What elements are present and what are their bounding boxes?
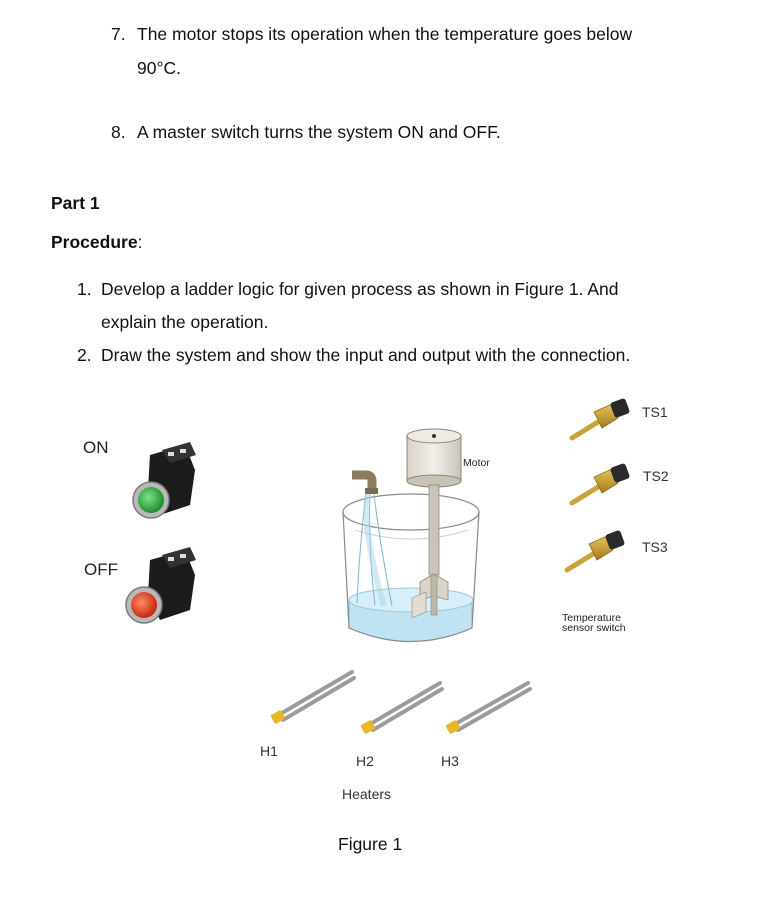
heater-label-h1: H1 bbox=[260, 743, 278, 759]
on-pushbutton-icon bbox=[132, 442, 196, 519]
procedure-item-1-line1: Develop a ladder logic for given process… bbox=[101, 279, 619, 299]
sensor-caption-line2: sensor switch bbox=[562, 622, 626, 634]
figure-caption: Figure 1 bbox=[338, 834, 403, 854]
sensor-label-ts1: TS1 bbox=[642, 404, 668, 420]
off-label: OFF bbox=[84, 560, 118, 579]
temperature-sensor-ts2-icon bbox=[569, 463, 630, 506]
off-pushbutton-icon bbox=[125, 547, 196, 624]
procedure-item-1-line2: explain the operation. bbox=[101, 312, 269, 332]
procedure-item-2-line1: Draw the system and show the input and o… bbox=[101, 345, 631, 365]
heater-label-h3: H3 bbox=[441, 753, 459, 769]
motor-label: Motor bbox=[463, 457, 490, 469]
motor-icon bbox=[406, 428, 462, 488]
list-item-8-number: 8. bbox=[111, 122, 126, 142]
heater-h1-icon bbox=[271, 670, 356, 724]
list-item-7-text-line1: The motor stops its operation when the t… bbox=[137, 24, 633, 44]
procedure-heading-row: Procedure: bbox=[51, 231, 142, 253]
heater-h3-icon bbox=[446, 681, 532, 734]
agitator-icon bbox=[411, 484, 449, 619]
list-item-8-text: A master switch turns the system ON and … bbox=[137, 122, 501, 142]
list-item-7-text-line2: 90°C. bbox=[137, 58, 181, 78]
temperature-sensor-ts1-icon bbox=[569, 398, 630, 441]
heater-label-h2: H2 bbox=[356, 753, 374, 769]
procedure-item-1-number: 1. bbox=[77, 279, 92, 299]
sensor-caption-line1: Temperature bbox=[562, 612, 621, 624]
inlet-pipe-icon bbox=[352, 470, 393, 607]
temperature-sensor-ts3-icon bbox=[564, 530, 625, 573]
list-item-7-number: 7. bbox=[111, 24, 126, 44]
procedure-colon: : bbox=[137, 232, 143, 252]
procedure-item-2-number: 2. bbox=[77, 345, 92, 365]
on-label: ON bbox=[83, 438, 109, 457]
part-heading: Part 1 bbox=[51, 193, 100, 213]
heaters-caption: Heaters bbox=[342, 786, 392, 802]
procedure-heading: Procedure bbox=[51, 232, 138, 252]
sensor-label-ts3: TS3 bbox=[642, 539, 668, 555]
sensor-label-ts2: TS2 bbox=[643, 468, 669, 484]
heater-h2-icon bbox=[361, 681, 444, 734]
